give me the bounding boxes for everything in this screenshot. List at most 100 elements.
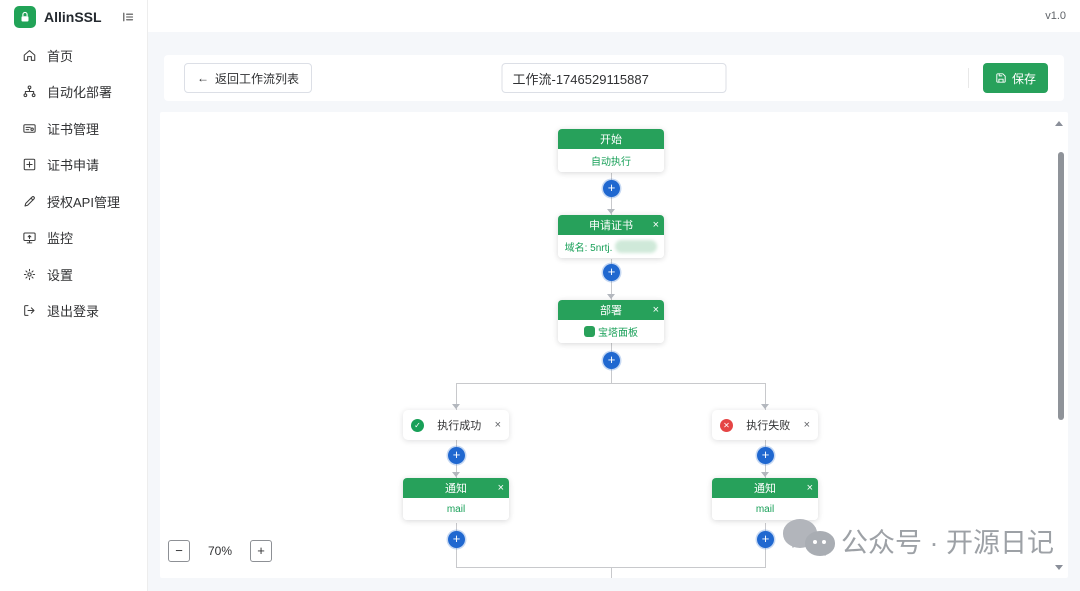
zoom-in-button[interactable]: + xyxy=(250,540,273,562)
zoom-controls: − 70% + xyxy=(168,540,273,562)
node-deploy-title: 部署 xyxy=(600,305,622,317)
deploy-target-label: 宝塔面板 xyxy=(598,328,638,339)
node-deploy-body: 宝塔面板 xyxy=(558,320,664,343)
connector-line xyxy=(456,383,766,384)
sidebar-item-settings[interactable]: 设置 xyxy=(0,256,147,293)
sidebar-item-logout[interactable]: 退出登录 xyxy=(0,293,147,330)
add-node-button[interactable]: + xyxy=(757,447,774,464)
arrow-down-icon xyxy=(607,294,615,299)
node-deploy[interactable]: 部署 × 宝塔面板 xyxy=(558,300,664,343)
remove-node-icon[interactable]: × xyxy=(652,304,659,316)
bubble-eye xyxy=(822,540,826,544)
node-exec-fail[interactable]: ✕ 执行失败 × xyxy=(712,410,818,440)
scrollbar-up-arrow[interactable] xyxy=(1055,121,1063,126)
sidebar-header: AllinSSL xyxy=(0,0,147,34)
plus-icon: + xyxy=(257,543,265,558)
sidebar-item-label: 退出登录 xyxy=(47,304,100,320)
plus-icon: + xyxy=(607,352,616,367)
node-notify-title: 通知 xyxy=(754,483,776,495)
node-apply-cert-header: 申请证书 × xyxy=(558,215,664,235)
add-node-button[interactable]: + xyxy=(603,264,620,281)
remove-node-icon[interactable]: × xyxy=(494,419,501,431)
workflow-name-input[interactable] xyxy=(501,63,727,93)
remove-node-icon[interactable]: × xyxy=(652,219,659,231)
top-header: v1.0 xyxy=(148,0,1080,32)
connector-line xyxy=(611,567,612,578)
zoom-level: 70% xyxy=(208,544,233,558)
remove-node-icon[interactable]: × xyxy=(497,482,504,494)
add-node-button[interactable]: + xyxy=(603,180,620,197)
sidebar-item-cert-manage[interactable]: 证书管理 xyxy=(0,110,147,147)
sidebar-item-label: 证书管理 xyxy=(47,121,100,137)
save-button[interactable]: 保存 xyxy=(982,63,1048,93)
exec-success-label: 执行成功 xyxy=(437,420,482,432)
node-notify-title: 通知 xyxy=(445,483,467,495)
workflow-toolbar: ← 返回工作流列表 保存 xyxy=(164,55,1064,101)
watermark-text: 公众号 · 开源日记 xyxy=(841,527,1054,558)
settings-icon xyxy=(23,268,36,280)
fail-icon: ✕ xyxy=(720,418,733,432)
back-to-workflow-list-button[interactable]: ← 返回工作流列表 xyxy=(184,63,313,93)
add-node-button[interactable]: + xyxy=(757,531,774,548)
domain-label: 域名: 5nrtj. xyxy=(564,243,613,254)
remove-node-icon[interactable]: × xyxy=(806,482,813,494)
deploy-flow-icon xyxy=(23,85,36,98)
back-arrow-icon: ← xyxy=(197,71,209,85)
zoom-out-button[interactable]: − xyxy=(168,540,190,562)
workflow-canvas[interactable]: 开始 自动执行 + 申请证书 × 域名: 5nrtj. + xyxy=(160,112,1068,578)
sidebar-item-label: 设置 xyxy=(47,267,74,283)
save-icon xyxy=(996,73,1006,83)
node-notify-success[interactable]: 通知 × mail xyxy=(403,478,509,520)
sidebar-nav: 首页 自动化部署 证书管理 xyxy=(0,34,147,329)
plus-icon: + xyxy=(452,447,461,462)
brand-title: AllinSSL xyxy=(44,9,102,25)
scrollbar-down-arrow[interactable] xyxy=(1055,565,1063,570)
connector-line xyxy=(456,383,457,410)
version-label: v1.0 xyxy=(1045,10,1066,22)
sidebar-item-home[interactable]: 首页 xyxy=(0,37,147,74)
plus-icon: + xyxy=(761,531,770,546)
allinssl-logo-icon xyxy=(14,6,36,28)
collapse-sidebar-icon[interactable] xyxy=(121,10,135,24)
wechat-icon xyxy=(783,516,835,564)
success-icon: ✓ xyxy=(411,418,424,432)
node-notify-header: 通知 × xyxy=(403,478,509,498)
remove-node-icon[interactable]: × xyxy=(803,419,810,431)
node-exec-success[interactable]: ✓ 执行成功 × xyxy=(403,410,509,440)
node-notify-fail[interactable]: 通知 × mail xyxy=(712,478,818,520)
sidebar-item-auto-deploy[interactable]: 自动化部署 xyxy=(0,74,147,111)
node-start-header: 开始 xyxy=(558,129,664,149)
sidebar-item-cert-apply[interactable]: 证书申请 xyxy=(0,147,147,184)
arrow-down-icon xyxy=(452,404,460,409)
node-notify-body: mail xyxy=(712,498,818,520)
node-deploy-header: 部署 × xyxy=(558,300,664,320)
node-start-body: 自动执行 xyxy=(558,149,664,172)
plus-icon: + xyxy=(607,264,616,279)
node-start[interactable]: 开始 自动执行 xyxy=(558,129,664,172)
connector-line xyxy=(765,383,766,410)
add-node-button[interactable]: + xyxy=(448,531,465,548)
arrow-down-icon xyxy=(607,209,615,214)
plus-icon: + xyxy=(607,180,616,195)
redacted-domain xyxy=(615,240,658,253)
sidebar-item-label: 监控 xyxy=(47,231,74,247)
toolbar-right-group: 保存 xyxy=(967,63,1048,93)
plus-icon: + xyxy=(761,447,770,462)
sidebar-item-label: 证书申请 xyxy=(47,158,100,174)
sidebar: AllinSSL 首页 自动化部署 xyxy=(0,0,148,591)
node-apply-cert[interactable]: 申请证书 × 域名: 5nrtj. xyxy=(558,215,664,258)
scrollbar-thumb[interactable] xyxy=(1058,152,1064,420)
sidebar-item-label: 首页 xyxy=(47,48,74,64)
save-button-label: 保存 xyxy=(1011,71,1036,86)
node-apply-cert-title: 申请证书 xyxy=(589,220,633,232)
sidebar-item-api-auth[interactable]: 授权API管理 xyxy=(0,183,147,220)
apply-cert-icon xyxy=(23,158,36,171)
api-auth-icon xyxy=(24,195,35,207)
node-start-title: 开始 xyxy=(600,134,622,146)
arrow-down-icon xyxy=(761,404,769,409)
node-notify-body: mail xyxy=(403,498,509,520)
sidebar-item-monitor[interactable]: 监控 xyxy=(0,220,147,257)
content-area: ← 返回工作流列表 保存 xyxy=(148,32,1080,591)
add-node-button[interactable]: + xyxy=(448,447,465,464)
add-node-button[interactable]: + xyxy=(603,352,620,369)
